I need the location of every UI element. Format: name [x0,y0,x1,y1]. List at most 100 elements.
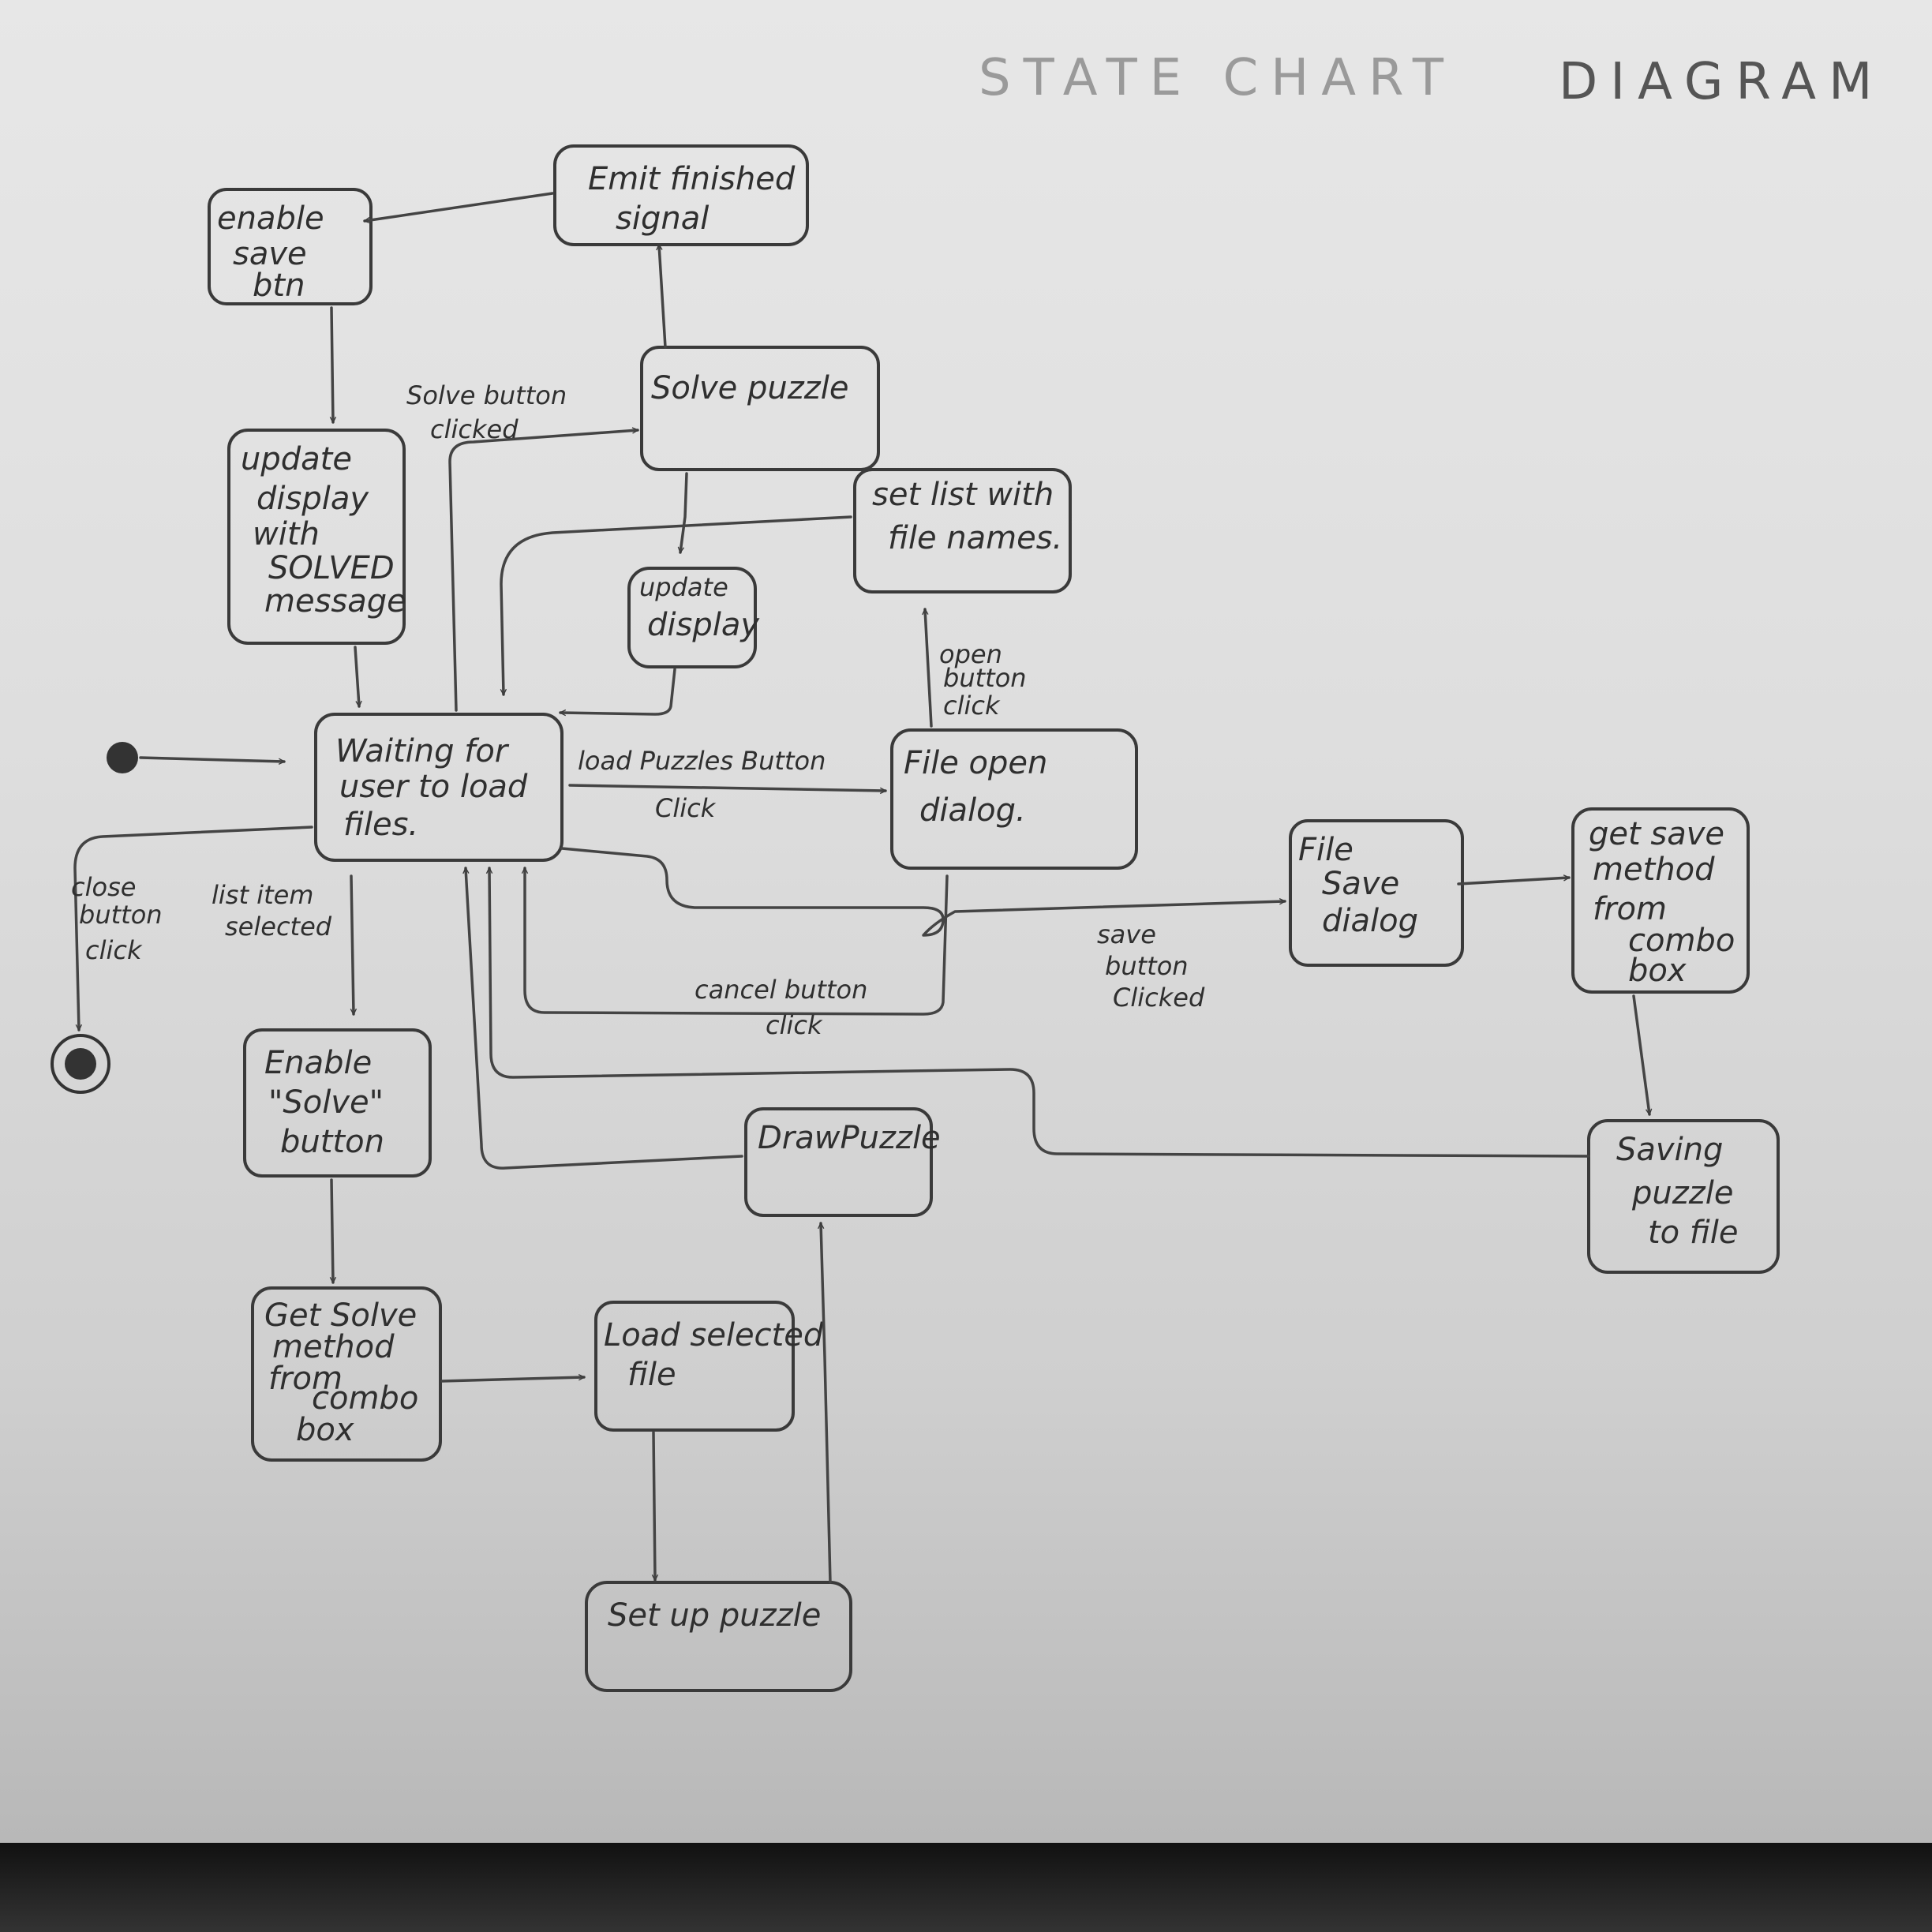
svg-text:update: update [241,441,352,477]
transition-draw-to-waiting [466,867,743,1170]
state-emit-finished-signal: Emit finished signal [553,144,809,246]
svg-text:Save: Save [1322,866,1399,902]
svg-text:display: display [256,481,369,517]
svg-text:user to load: user to load [339,769,528,805]
svg-text:"Solve": "Solve" [268,1084,384,1121]
state-enable-solve-button: Enable "Solve" button [243,1028,432,1178]
state-file-save-dialog: File Save dialog [1289,819,1464,967]
transition-emit-to-enable-save [365,192,554,221]
transition-open-click: open button click [925,608,1027,728]
svg-text:Saving: Saving [1616,1132,1723,1168]
svg-text:combo: combo [312,1380,418,1417]
transition-load-to-setup [653,1431,655,1582]
svg-text:button: button [79,900,163,930]
state-update-display: update display [627,567,760,668]
svg-text:DrawPuzzle: DrawPuzzle [758,1120,941,1156]
svg-text:to file: to file [1648,1215,1738,1251]
svg-text:button: button [1105,951,1189,981]
svg-text:save: save [233,236,307,272]
svg-text:from: from [268,1361,343,1397]
svg-text:file: file [627,1357,676,1393]
transition-enable-solve-to-get-method [331,1178,333,1284]
svg-text:dialog: dialog [1322,903,1418,939]
state-waiting: Waiting for user to load files. [314,713,564,862]
transition-get-method-to-saving [1632,994,1649,1114]
svg-text:open: open [939,639,1002,669]
svg-text:method: method [272,1329,395,1365]
transition-update-display-to-waiting [559,668,676,714]
svg-text:file names.: file names. [888,520,1062,556]
state-get-save-method: get save method from combo box [1571,807,1750,994]
svg-text:selected: selected [225,912,332,942]
state-set-list-file-names: set list with file names. [853,468,1072,593]
svg-text:set list with: set list with [872,477,1054,513]
svg-text:enable: enable [217,200,324,237]
svg-text:SOLVED: SOLVED [268,550,395,586]
transition-saving-to-waiting [489,867,1590,1158]
svg-text:Load selected: Load selected [604,1317,824,1354]
svg-text:File open: File open [904,745,1047,781]
svg-text:Solve button: Solve button [406,380,567,410]
state-set-up-puzzle: Set up puzzle [585,1581,852,1692]
svg-text:update: update [639,572,728,602]
svg-text:clicked: clicked [430,414,519,444]
state-chart-diagram: STATE CHART DIAGRAM Waiting for user to … [51,49,1885,1692]
state-solve-puzzle: Solve puzzle [640,346,880,471]
transition-save-clicked: save button Clicked [560,847,1286,1013]
svg-text:load Puzzles Button: load Puzzles Button [578,746,826,776]
svg-text:btn: btn [253,268,305,304]
svg-text:Get Solve: Get Solve [264,1297,417,1334]
transition-load-click: load Puzzles Button Click [568,746,887,823]
svg-text:Set up puzzle: Set up puzzle [608,1597,821,1634]
state-file-open-dialog: File open dialog. [890,728,1138,870]
svg-text:message: message [264,583,406,620]
svg-text:cancel button: cancel button [695,975,867,1005]
svg-text:save: save [1097,919,1156,949]
final-state [51,1034,110,1094]
transition-cancel-click: cancel button click [525,867,949,1040]
svg-text:click: click [766,1010,823,1040]
svg-text:Clicked: Clicked [1113,983,1205,1013]
svg-text:files.: files. [343,807,418,843]
transition-solve-clicked: Solve button clicked [406,380,639,712]
title-state-chart: STATE CHART [979,49,1456,107]
svg-text:button: button [943,663,1027,693]
paper-sheet: STATE CHART DIAGRAM Waiting for user to … [0,0,1932,1843]
svg-text:method: method [1593,852,1715,888]
svg-text:list item: list item [212,880,313,910]
svg-text:signal: signal [616,200,709,237]
svg-text:box: box [296,1412,354,1448]
svg-text:dialog.: dialog. [919,792,1026,829]
transition-setup-to-draw [821,1222,832,1584]
transition-initial [139,756,286,762]
state-draw-puzzle: DrawPuzzle [744,1107,941,1217]
svg-text:Enable: Enable [264,1045,372,1081]
transition-close-click: close button click [71,826,313,1032]
background-surface [0,1843,1932,1932]
transition-set-list-to-waiting [500,515,852,696]
transition-solve-to-update-display [680,472,688,552]
state-get-solve-method: Get Solve method from combo box [251,1286,442,1462]
transition-list-item-selected: list item selected [212,874,354,1016]
svg-text:button: button [280,1124,384,1160]
svg-text:from: from [1593,891,1667,927]
initial-state-dot [107,742,138,773]
svg-text:Waiting for: Waiting for [335,733,510,769]
svg-text:close: close [71,872,136,902]
svg-text:display: display [647,607,760,643]
transition-get-method-to-load [440,1377,586,1383]
svg-text:Solve puzzle: Solve puzzle [651,370,848,406]
svg-text:Click: Click [655,793,717,823]
svg-text:combo: combo [1628,923,1735,959]
state-enable-save-btn: enable save btn [208,188,373,305]
state-load-selected-file: Load selected file [594,1301,824,1432]
svg-text:Emit finished: Emit finished [588,161,796,197]
svg-text:get save: get save [1589,816,1724,852]
transition-update-to-waiting [354,646,359,708]
transition-enable-save-to-update [331,306,333,424]
title-diagram: DIAGRAM [1559,53,1885,111]
svg-text:click: click [943,691,1001,721]
transition-file-save-to-get-method [1457,878,1571,886]
svg-text:box: box [1628,953,1687,989]
svg-text:with: with [253,516,320,552]
